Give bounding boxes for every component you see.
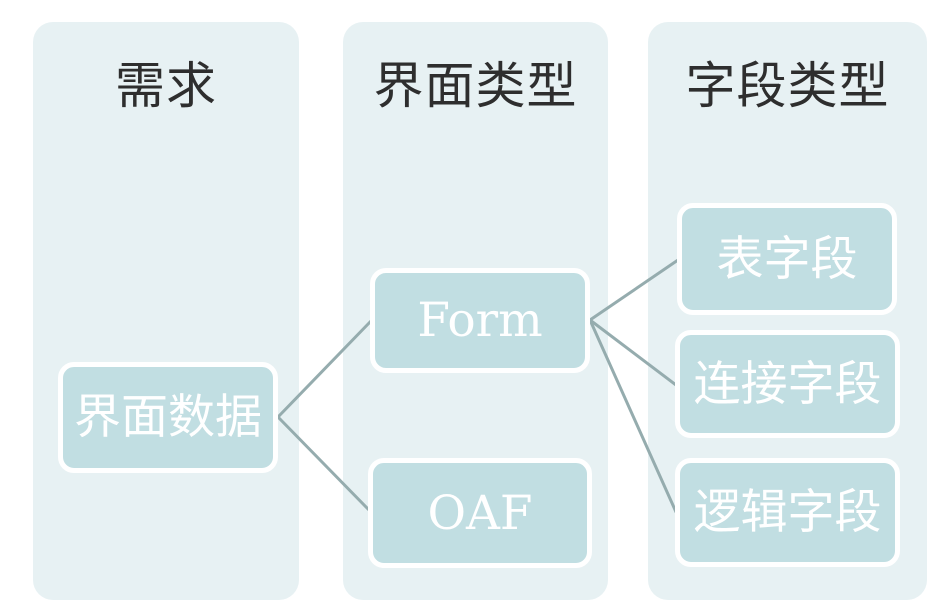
node-oaf: OAF bbox=[368, 458, 592, 568]
column-title-interface-type: 界面类型 bbox=[373, 57, 578, 115]
node-form: Form bbox=[370, 268, 590, 373]
node-form-label: Form bbox=[417, 293, 543, 348]
column-panel-interface-type: 界面类型 Form OAF bbox=[343, 22, 608, 600]
node-oaf-label: OAF bbox=[427, 485, 533, 541]
node-table-field: 表字段 bbox=[677, 203, 897, 315]
node-logic-field: 逻辑字段 bbox=[675, 458, 900, 567]
node-table-field-label: 表字段 bbox=[716, 231, 858, 287]
node-connect-field: 连接字段 bbox=[675, 330, 900, 438]
node-connect-field-label: 连接字段 bbox=[693, 356, 882, 412]
node-interface-data-label: 界面数据 bbox=[74, 390, 262, 445]
column-panel-requirement: 需求 界面数据 bbox=[33, 22, 299, 600]
column-title-requirement: 需求 bbox=[115, 57, 217, 115]
column-panel-field-type: 字段类型 表字段 连接字段 逻辑字段 bbox=[648, 22, 927, 600]
node-logic-field-label: 逻辑字段 bbox=[693, 485, 882, 540]
column-title-field-type: 字段类型 bbox=[685, 57, 890, 115]
node-interface-data: 界面数据 bbox=[58, 362, 278, 473]
